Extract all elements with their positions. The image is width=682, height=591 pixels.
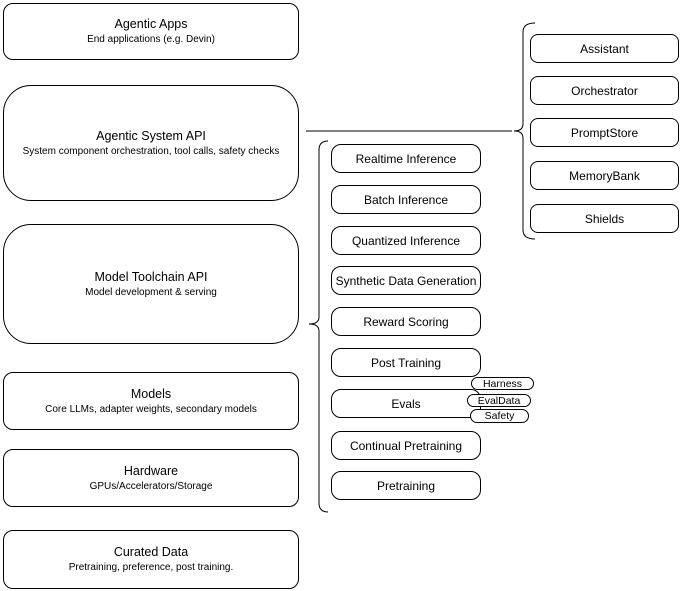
toolchain-item-continual-pretraining: Continual Pretraining bbox=[331, 431, 481, 460]
toolchain-item-synthetic-data-generation: Synthetic Data Generation bbox=[331, 266, 481, 295]
layer-box-agentic-apps: Agentic Apps End applications (e.g. Devi… bbox=[3, 3, 299, 60]
toolchain-group-brace bbox=[308, 140, 329, 513]
layer-box-curated-data: Curated Data Pretraining, preference, po… bbox=[3, 530, 299, 589]
system-component-memorybank: MemoryBank bbox=[530, 161, 679, 190]
toolchain-item-post-training: Post Training bbox=[331, 348, 481, 377]
toolchain-item-evals: Evals bbox=[331, 389, 481, 418]
system-component-shields: Shields bbox=[530, 204, 679, 233]
system-component-promptstore: PromptStore bbox=[530, 118, 679, 147]
layer-subtitle: Model development & serving bbox=[85, 286, 217, 298]
system-component-assistant: Assistant bbox=[530, 34, 679, 63]
layer-subtitle: Core LLMs, adapter weights, secondary mo… bbox=[45, 403, 257, 415]
evals-tag-safety: Safety bbox=[470, 409, 529, 423]
layer-box-agentic-system-api: Agentic System API System component orch… bbox=[3, 85, 299, 201]
evals-tag-harness: Harness bbox=[471, 377, 534, 390]
toolchain-item-realtime-inference: Realtime Inference bbox=[331, 144, 481, 173]
toolchain-item-pretraining: Pretraining bbox=[331, 471, 481, 500]
layer-box-model-toolchain-api: Model Toolchain API Model development & … bbox=[3, 224, 299, 344]
toolchain-item-batch-inference: Batch Inference bbox=[331, 185, 481, 214]
layer-box-hardware: Hardware GPUs/Accelerators/Storage bbox=[3, 449, 299, 507]
layer-subtitle: System component orchestration, tool cal… bbox=[22, 145, 280, 157]
layer-title: Agentic System API bbox=[96, 128, 206, 143]
toolchain-item-reward-scoring: Reward Scoring bbox=[331, 307, 481, 336]
layer-title: Model Toolchain API bbox=[94, 269, 208, 284]
layer-title: Hardware bbox=[123, 463, 179, 478]
layer-subtitle: GPUs/Accelerators/Storage bbox=[89, 480, 213, 492]
layer-subtitle: End applications (e.g. Devin) bbox=[87, 34, 215, 45]
layer-title: Models bbox=[130, 386, 172, 401]
layer-title: Agentic Apps bbox=[114, 17, 188, 31]
layer-title: Curated Data bbox=[113, 545, 189, 559]
layer-subtitle: Pretraining, preference, post training. bbox=[68, 562, 234, 573]
system-component-orchestrator: Orchestrator bbox=[530, 76, 679, 105]
toolchain-item-quantized-inference: Quantized Inference bbox=[331, 226, 481, 255]
evals-tag-evaldata: EvalData bbox=[467, 394, 531, 407]
layer-box-models: Models Core LLMs, adapter weights, secon… bbox=[3, 372, 299, 430]
